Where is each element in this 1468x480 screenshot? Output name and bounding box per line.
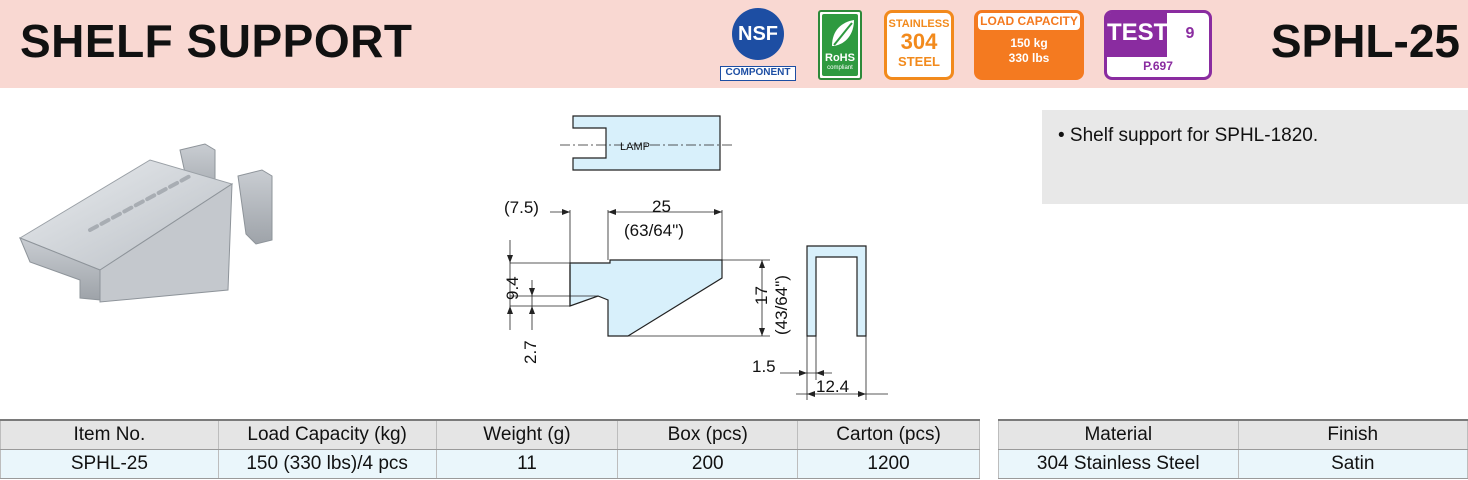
spec-table-header-row: Item No. Load Capacity (kg) Weight (g) B… xyxy=(0,419,980,450)
rohs-label: RoHS xyxy=(825,52,855,64)
dim-9-4: 9.4 xyxy=(503,276,522,300)
test-page-ref: P.697 xyxy=(1143,59,1173,73)
dim-height: 17 xyxy=(752,286,771,305)
nsf-component-label: COMPONENT xyxy=(720,66,796,81)
cell-carton: 1200 xyxy=(797,449,980,479)
test-number: 9 xyxy=(1185,25,1195,42)
dim-width-inch: (63/64") xyxy=(624,221,684,240)
nsf-logo-icon: NSF xyxy=(732,8,784,60)
cell-finish: Satin xyxy=(1237,449,1468,479)
load-capacity-kg: 150 kg xyxy=(1010,36,1048,50)
material-table-header-row: Material Finish xyxy=(998,419,1468,450)
side-view: 25 (63/64") (7.5) 9.4 2.7 17 (43/64") xyxy=(503,197,791,364)
material-table: Material Finish 304 Stainless Steel Sati… xyxy=(998,419,1468,479)
rohs-sub-label: compliant xyxy=(827,65,853,71)
stainless-line3: STEEL xyxy=(898,54,940,69)
page-title: SHELF SUPPORT xyxy=(20,15,413,67)
description-box: • Shelf support for SPHL-1820. xyxy=(1042,110,1468,204)
rohs-badge: RoHS compliant xyxy=(818,10,862,80)
dim-2-7: 2.7 xyxy=(521,340,540,364)
technical-drawing: LAMP 25 (63/64") (7.5) xyxy=(480,100,920,410)
cell-material: 304 Stainless Steel xyxy=(998,449,1239,479)
header-weight: Weight (g) xyxy=(435,419,619,450)
product-photo xyxy=(0,130,300,330)
header-carton: Carton (pcs) xyxy=(797,419,980,450)
cell-load-capacity: 150 (330 lbs)/4 pcs xyxy=(217,449,437,479)
cell-box: 200 xyxy=(617,449,799,479)
load-capacity-badge: LOAD CAPACITY 150 kg 330 lbs xyxy=(974,10,1084,80)
description-bullet: • Shelf support for SPHL-1820. xyxy=(1058,125,1319,146)
lamp-mark: LAMP xyxy=(620,141,650,153)
header-band: SHELF SUPPORT NSF COMPONENT RoHS complia… xyxy=(0,0,1468,88)
spec-table: Item No. Load Capacity (kg) Weight (g) B… xyxy=(0,419,980,479)
rohs-leaf-icon: RoHS compliant xyxy=(822,14,858,76)
dim-width: 25 xyxy=(652,197,671,216)
header-load-capacity: Load Capacity (kg) xyxy=(217,419,437,450)
nsf-badge: NSF COMPONENT xyxy=(718,8,798,82)
header-box: Box (pcs) xyxy=(617,419,799,450)
dim-height-inch: (43/64") xyxy=(772,275,791,335)
table-row: SPHL-25 150 (330 lbs)/4 pcs 11 200 1200 xyxy=(0,449,980,479)
test-badge: TEST 9 P.697 xyxy=(1104,10,1212,80)
cell-item-no: SPHL-25 xyxy=(0,449,219,479)
table-row: 304 Stainless Steel Satin xyxy=(998,449,1468,479)
dim-7-5: (7.5) xyxy=(504,198,539,217)
load-capacity-lbs: 330 lbs xyxy=(1008,51,1050,65)
stainless-line2: 304 xyxy=(900,29,938,54)
dim-12-4: 12.4 xyxy=(816,377,849,396)
header-finish: Finish xyxy=(1237,419,1468,450)
cell-weight: 11 xyxy=(435,449,619,479)
dim-1-5: 1.5 xyxy=(752,357,776,376)
test-label: TEST xyxy=(1107,13,1168,57)
header-item-no: Item No. xyxy=(0,419,219,450)
stainless-304-badge: STAINLESS 304 STEEL xyxy=(884,10,954,80)
top-view: LAMP xyxy=(560,115,735,171)
end-view: 1.5 12.4 xyxy=(752,245,888,400)
model-number: SPHL-25 xyxy=(1270,15,1460,67)
stainless-line1: STAINLESS xyxy=(888,18,950,30)
header-material: Material xyxy=(998,419,1239,450)
load-capacity-label: LOAD CAPACITY xyxy=(978,13,1080,30)
